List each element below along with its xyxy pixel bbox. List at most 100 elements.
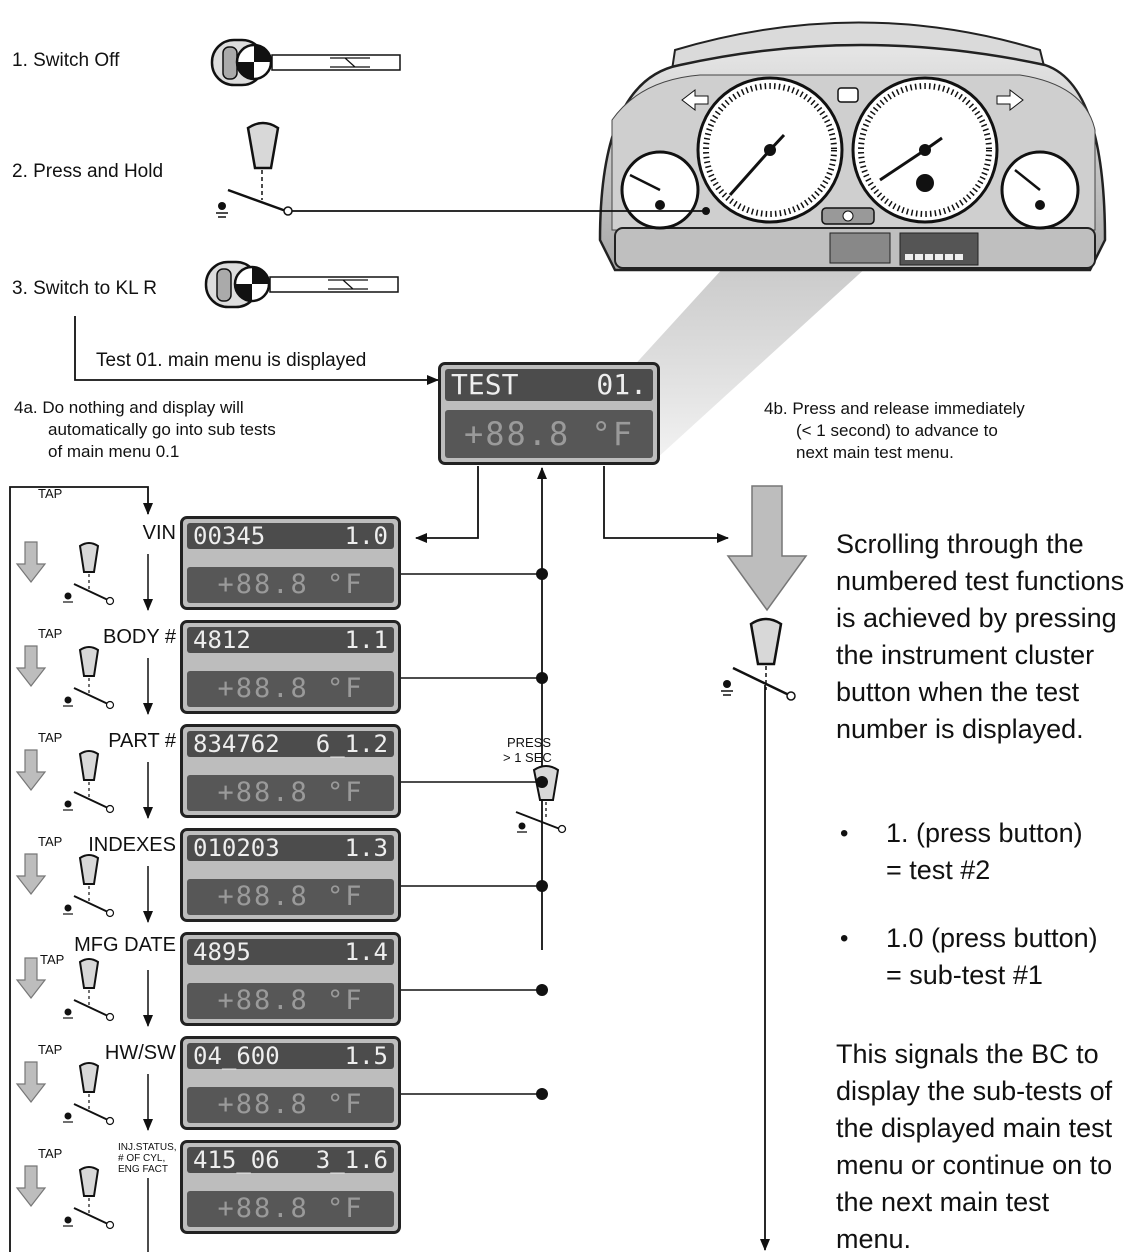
tap-button-icon: [63, 750, 115, 814]
tap-button-icon: [63, 646, 115, 710]
subtest-display: 415_06 3_1.6 +88.8 °F: [180, 1140, 401, 1234]
step-4b-line1: 4b. Press and release immediately: [764, 399, 1025, 418]
press-label-line2: > 1 SEC: [503, 750, 552, 765]
bullet2-line1: 1.0 (press button): [886, 923, 1098, 953]
subtest-number: 6_1.2: [315, 730, 388, 758]
step-4a-line1: 4a. Do nothing and display will: [14, 398, 244, 417]
release-button-icon: [721, 617, 796, 701]
subtest-number: 1.1: [344, 626, 388, 654]
loop-back-arrow: [9, 486, 153, 1252]
step-4b-line3: next main test menu.: [796, 443, 954, 462]
subtest-label-line: # OF CYL,: [118, 1153, 166, 1164]
display-beam: [630, 255, 880, 460]
instrument-cluster: [598, 21, 1107, 272]
key-icon-off: [210, 38, 401, 87]
test-main-display: TEST 01. +88.8 °F: [438, 362, 660, 465]
subtest-value: +88.8 °F: [217, 881, 364, 912]
subtest-value: +88.8 °F: [217, 1089, 364, 1120]
tap-button-icon: [63, 958, 115, 1022]
subtest-number: 3_1.6: [315, 1146, 388, 1174]
kl-r-to-test-arrow: [74, 316, 439, 385]
subtest-number: 1.3: [344, 834, 388, 862]
bus-junction: [536, 568, 548, 580]
subtest-label-line: ENG FACT: [118, 1164, 169, 1175]
subtest-value: +88.8 °F: [217, 569, 364, 600]
tap-button-icon: [63, 1166, 115, 1230]
subtest-code: 04_600: [193, 1042, 280, 1070]
subtest-label: HW/SW: [104, 1042, 176, 1064]
subtest-label-line: INJ.STATUS,: [118, 1142, 177, 1153]
tap-label: TAP: [38, 1042, 63, 1057]
tap-button-icon: [63, 1062, 115, 1126]
step-2-label: 2. Press and Hold: [12, 161, 164, 182]
step-4a-line2: automatically go into sub tests: [48, 420, 276, 439]
tap-label: TAP: [38, 1146, 63, 1161]
test-to-vin-arrow: [415, 466, 479, 543]
subtest-code: 834762: [193, 730, 280, 758]
step-4b-line2: (< 1 second) to advance to: [796, 421, 998, 440]
step-4a-line3: of main menu 0.1: [48, 442, 180, 461]
advance-arrow-icon: [726, 485, 808, 612]
subtest-number: 1.0: [344, 522, 388, 550]
test-to-next-arrow: [603, 466, 729, 543]
subtest-label: PART #: [108, 730, 176, 752]
bus-junction: [536, 880, 548, 892]
subtest-value: +88.8 °F: [217, 777, 364, 808]
subtest-code: 415_06: [193, 1146, 280, 1174]
test-display-label: TEST: [451, 368, 519, 401]
press-label-line1: PRESS: [507, 735, 552, 750]
tap-label: TAP: [38, 626, 63, 641]
bus-junction: [536, 672, 548, 684]
subtest-display: 00345 1.0 +88.8 °F: [180, 516, 401, 610]
tap-label: TAP: [38, 834, 63, 849]
bus-junction: [536, 1088, 548, 1100]
subtest-value: +88.8 °F: [217, 673, 364, 704]
test-display-number: 01.: [596, 368, 647, 401]
bus-junction: [536, 776, 548, 788]
test-display-value: +88.8 °F: [463, 415, 635, 453]
subtest-label: VIN: [142, 522, 176, 544]
explanation-para2: This signals the BC to display the sub-t…: [836, 1039, 1113, 1254]
subtest-code: 010203: [193, 834, 280, 862]
bullet1-line1: 1. (press button): [886, 818, 1083, 848]
bullet1-line2: = test #2: [886, 855, 991, 885]
tap-arrow-icon: [15, 749, 47, 791]
bullet2-line2: = sub-test #1: [886, 960, 1043, 990]
press-hold-button-icon: [216, 121, 293, 218]
step-3-label: 3. Switch to KL R: [12, 278, 158, 299]
subtest-rows: [15, 541, 548, 1252]
subtest-value: +88.8 °F: [217, 1193, 364, 1224]
bus-junction: [536, 984, 548, 996]
tap-button-icon: [63, 542, 115, 606]
key-icon-kl-r: [204, 260, 399, 309]
tap-arrow-icon: [15, 853, 47, 895]
tap-label: TAP: [38, 730, 63, 745]
subtest-code: 00345: [193, 522, 266, 550]
tap-arrow-icon: [15, 1165, 47, 1207]
tap-label: TAP: [40, 952, 65, 967]
subtest-display: 04_600 1.5 +88.8 °F: [180, 1036, 401, 1130]
bullet-dot-2: •: [840, 925, 849, 952]
subtest-display: 834762 6_1.2 +88.8 °F: [180, 724, 401, 818]
tap-arrow-icon: [15, 541, 47, 583]
tap-label: TAP: [38, 486, 63, 501]
subtest-display: 4812 1.1 +88.8 °F: [180, 620, 401, 714]
tap-arrow-icon: [15, 957, 47, 999]
subtest-display: 4895 1.4 +88.8 °F: [180, 932, 401, 1026]
subtest-value: +88.8 °F: [217, 985, 364, 1016]
step-1-label: 1. Switch Off: [12, 50, 120, 71]
subtest-number: 1.5: [344, 1042, 388, 1070]
explanation-para1: Scrolling through the numbered test func…: [836, 529, 1125, 744]
subtest-label: BODY #: [103, 626, 176, 648]
main-menu-note: Test 01. main menu is displayed: [96, 350, 367, 371]
subtest-display: 010203 1.3 +88.8 °F: [180, 828, 401, 922]
subtest-label: INDEXES: [88, 834, 176, 856]
subtest-label: MFG DATE: [74, 934, 176, 956]
tap-button-icon: [63, 854, 115, 918]
tap-arrow-icon: [15, 645, 47, 687]
subtest-code: 4812: [193, 626, 251, 654]
subtest-number: 1.4: [344, 938, 388, 966]
tap-arrow-icon: [15, 1061, 47, 1103]
subtest-code: 4895: [193, 938, 251, 966]
